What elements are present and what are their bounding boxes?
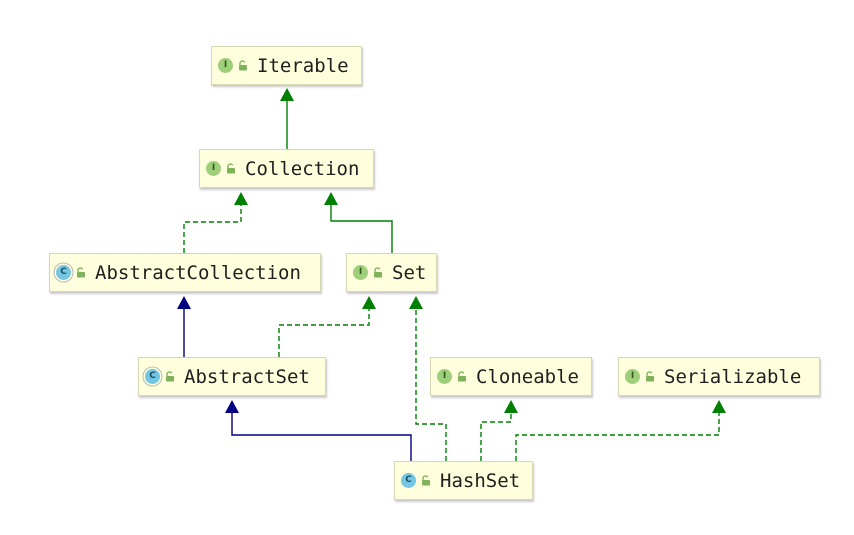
edge-line	[515, 413, 720, 461]
node-label: Collection	[245, 157, 360, 180]
public-lock-icon	[645, 367, 655, 386]
edge-line	[480, 413, 512, 461]
node-label: HashSet	[440, 469, 521, 492]
interface-icon: I	[206, 161, 221, 176]
node-serializable[interactable]: I Serializable	[618, 357, 820, 396]
interface-icon: I	[353, 265, 368, 280]
edge-line	[415, 309, 447, 461]
arrow-head	[409, 296, 423, 309]
edge-abstract-collection-to-collection	[183, 192, 248, 253]
edge-hashset-to-set	[409, 296, 447, 461]
public-lock-icon	[421, 471, 431, 490]
arrow-head	[177, 296, 191, 309]
arrow-head	[324, 192, 338, 205]
arrow-head	[362, 296, 376, 309]
node-collection[interactable]: I Collection	[199, 149, 374, 188]
node-iterable[interactable]: I Iterable	[211, 46, 362, 85]
node-label: AbstractSet	[184, 365, 310, 388]
node-label: Cloneable	[476, 365, 579, 388]
public-lock-icon	[238, 56, 248, 75]
node-label: Set	[392, 261, 427, 284]
arrow-head	[712, 400, 726, 413]
edge-line	[330, 205, 393, 253]
public-lock-icon	[373, 263, 383, 282]
node-abstract-set[interactable]: C AbstractSet	[138, 357, 326, 396]
edge-line	[278, 309, 370, 357]
edge-abstract-set-to-abstract-collection	[177, 296, 191, 357]
edge-collection-to-iterable	[280, 88, 294, 149]
node-label: Serializable	[664, 365, 802, 388]
arrow-head	[504, 400, 518, 413]
edge-set-to-collection	[324, 192, 393, 253]
public-lock-icon	[76, 263, 86, 282]
node-hashset[interactable]: C HashSet	[394, 461, 533, 500]
node-set[interactable]: I Set	[346, 253, 437, 292]
edge-hashset-to-serializable	[515, 400, 726, 461]
edge-hashset-to-abstract-set	[225, 400, 412, 461]
interface-icon: I	[437, 369, 452, 384]
edge-line	[183, 205, 242, 253]
arrow-head	[234, 192, 248, 205]
node-label: Iterable	[257, 54, 349, 77]
edge-abstract-set-to-set	[278, 296, 376, 357]
public-lock-icon	[226, 159, 236, 178]
public-lock-icon	[457, 367, 467, 386]
node-abstract-collection[interactable]: C AbstractCollection	[49, 253, 321, 292]
public-lock-icon	[165, 367, 175, 386]
edge-hashset-to-cloneable	[480, 400, 518, 461]
node-cloneable[interactable]: I Cloneable	[430, 357, 592, 396]
arrow-head	[280, 88, 294, 101]
arrow-head	[225, 400, 239, 413]
abstract-class-icon: C	[145, 369, 160, 384]
edge-line	[231, 413, 412, 461]
class-icon: C	[401, 473, 416, 488]
interface-icon: I	[625, 369, 640, 384]
abstract-class-icon: C	[56, 265, 71, 280]
node-label: AbstractCollection	[95, 261, 301, 284]
interface-icon: I	[218, 58, 233, 73]
